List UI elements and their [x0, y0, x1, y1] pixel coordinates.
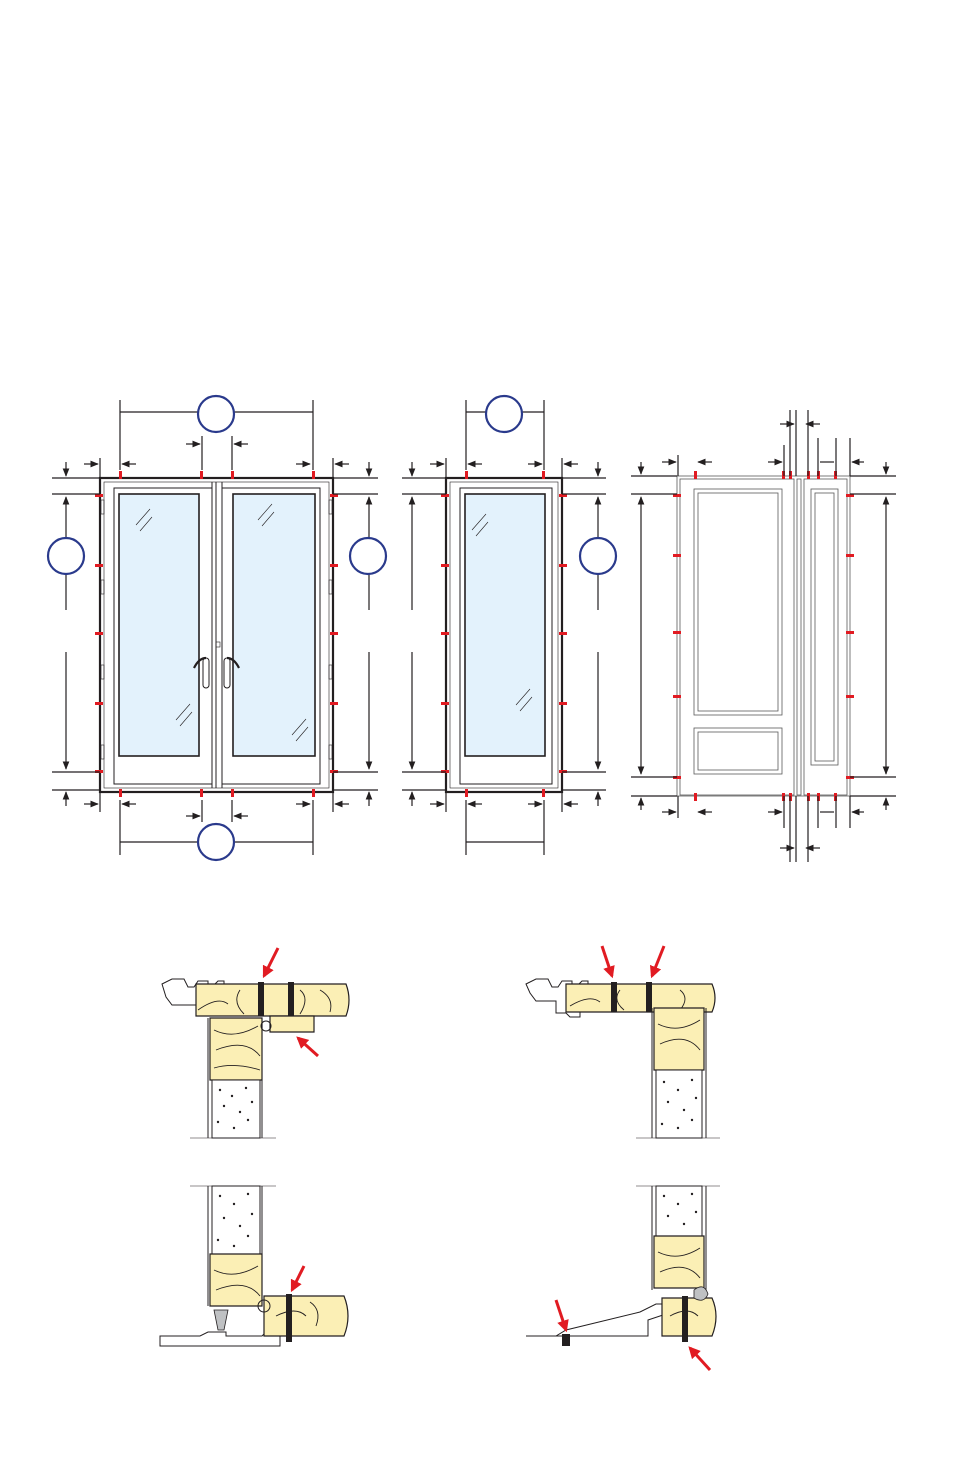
double-door-elevation: [48, 396, 386, 860]
callout-single-width: [486, 396, 522, 432]
callout-double-height-right: [350, 538, 386, 574]
head-left-fastener-2: [288, 982, 294, 1016]
single-door-glass: [465, 494, 545, 756]
sill-right-marker-block: [562, 1334, 570, 1346]
head-right-fastener-1: [611, 982, 617, 1012]
sill-right-fastener: [682, 1296, 688, 1342]
single-door-elevation: [402, 396, 616, 855]
callout-double-width-top: [198, 396, 234, 432]
sill-right-foam: [656, 1186, 702, 1236]
sidelite-door-elevation: [631, 410, 896, 862]
head-left-foam: [212, 1080, 260, 1138]
callout-single-height: [580, 538, 616, 574]
head-section-right: [526, 946, 720, 1138]
callout-double-height-left: [48, 538, 84, 574]
head-right-fastener-2: [646, 982, 652, 1012]
callout-double-width-bottom: [198, 824, 234, 860]
sill-section-left: [160, 1186, 348, 1346]
sill-section-right: [526, 1186, 720, 1370]
left-door-glass: [119, 494, 199, 756]
sill-left-fastener: [286, 1294, 292, 1342]
right-door-glass: [233, 494, 315, 756]
head-left-fastener-1: [258, 982, 264, 1016]
head-section-left: [162, 948, 349, 1138]
